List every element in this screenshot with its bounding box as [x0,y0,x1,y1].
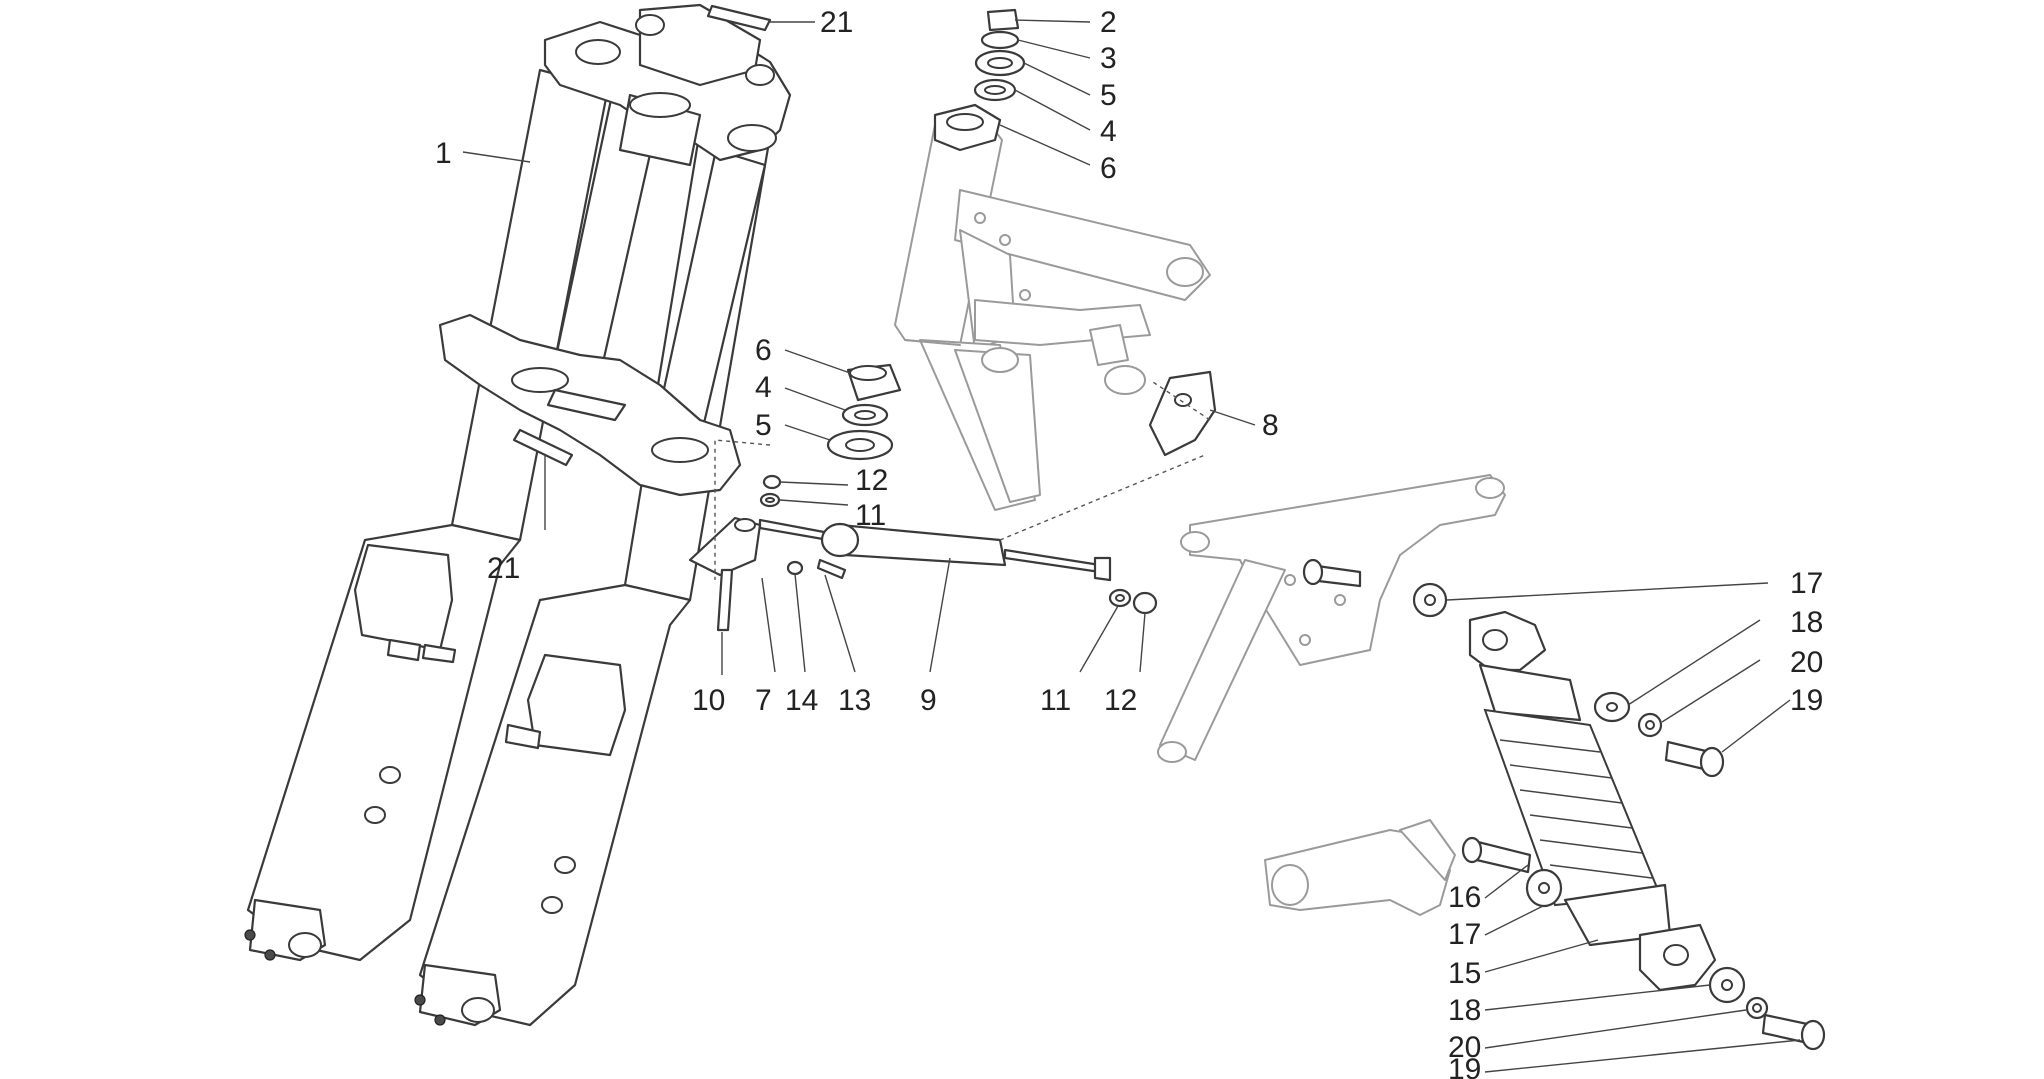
callout-5-lower: 5 [755,409,772,442]
callout-14: 14 [785,684,818,717]
leader-lines [462,19,1801,1073]
steering-damper [688,474,1158,632]
callout-4-top: 4 [1100,115,1117,148]
callout-19-top: 19 [1790,684,1823,717]
callout-6-lower: 6 [755,334,772,367]
callout-11-lower: 11 [1040,684,1071,717]
callout-2: 2 [1100,6,1117,39]
front-fork-assembly [244,3,792,1027]
callout-6-top: 6 [1100,152,1117,185]
callout-18-top: 18 [1790,606,1823,639]
callout-15: 15 [1448,957,1481,990]
callout-16: 16 [1448,881,1481,914]
callout-1: 1 [435,137,452,170]
callout-20-lower: 20 [1448,1031,1481,1064]
callout-4-lower: 4 [755,371,772,404]
callout-21-top: 21 [820,6,853,39]
callout-13: 13 [838,684,871,717]
rear-shock-absorber [1468,610,1717,992]
damper-bracket [1148,370,1217,457]
callout-10: 10 [692,684,725,717]
rear-hardware [1302,558,1826,1051]
callout-7: 7 [755,684,772,717]
callout-8: 8 [1262,409,1279,442]
lower-bearing-stack [826,363,902,461]
callout-12-lower: 12 [1104,684,1137,717]
callout-17-lower: 17 [1448,918,1481,951]
upper-bearing-stack [933,8,1026,152]
callout-3: 3 [1100,42,1117,75]
frame-steering-head [894,117,1211,511]
callout-11-upper: 11 [855,499,886,532]
callout-19-lower: 19 [1448,1053,1481,1079]
callout-20-top: 20 [1790,646,1823,679]
callout-18-lower: 18 [1448,994,1481,1027]
callout-21-left: 21 [487,552,520,585]
callout-9: 9 [920,684,937,717]
rear-subframe [1157,474,1506,916]
callout-labels: 1 21 21 2 3 5 4 6 6 4 5 8 12 11 10 7 14 … [435,6,1823,1079]
callout-12-upper: 12 [855,464,888,497]
callout-5-top: 5 [1100,79,1117,112]
callout-17-top: 17 [1790,567,1823,600]
